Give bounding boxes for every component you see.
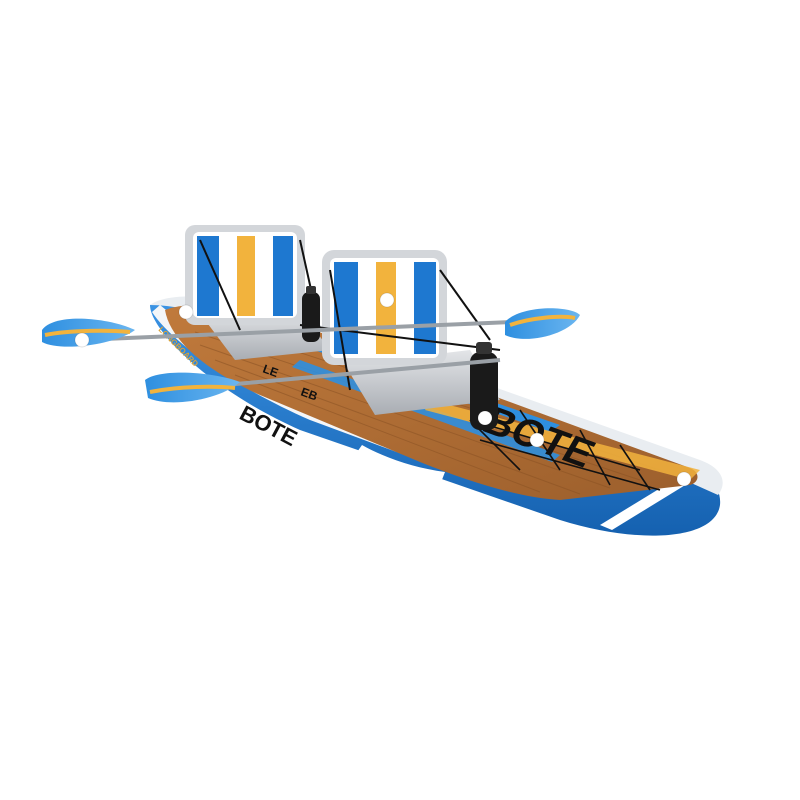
hotspot-water-bottle[interactable] bbox=[477, 410, 493, 426]
deck-bungee bbox=[469, 409, 661, 491]
deck-text-1: LE bbox=[261, 362, 280, 380]
front-seat bbox=[299, 250, 501, 415]
hotspot-left-paddle-blade[interactable] bbox=[74, 332, 90, 348]
water-bottle bbox=[470, 342, 498, 430]
rear-seat bbox=[185, 225, 330, 360]
hotspot-bow-handle[interactable] bbox=[676, 471, 692, 487]
paddle-front bbox=[145, 358, 501, 403]
hotspot-deck-bungee[interactable] bbox=[529, 432, 545, 448]
paddle-rear bbox=[42, 308, 580, 347]
hotspot-rear-seat-side[interactable] bbox=[178, 304, 194, 320]
hotspot-front-seat-back[interactable] bbox=[379, 292, 395, 308]
deck-text-2: EB bbox=[299, 385, 320, 404]
bottle-rear bbox=[302, 286, 320, 342]
